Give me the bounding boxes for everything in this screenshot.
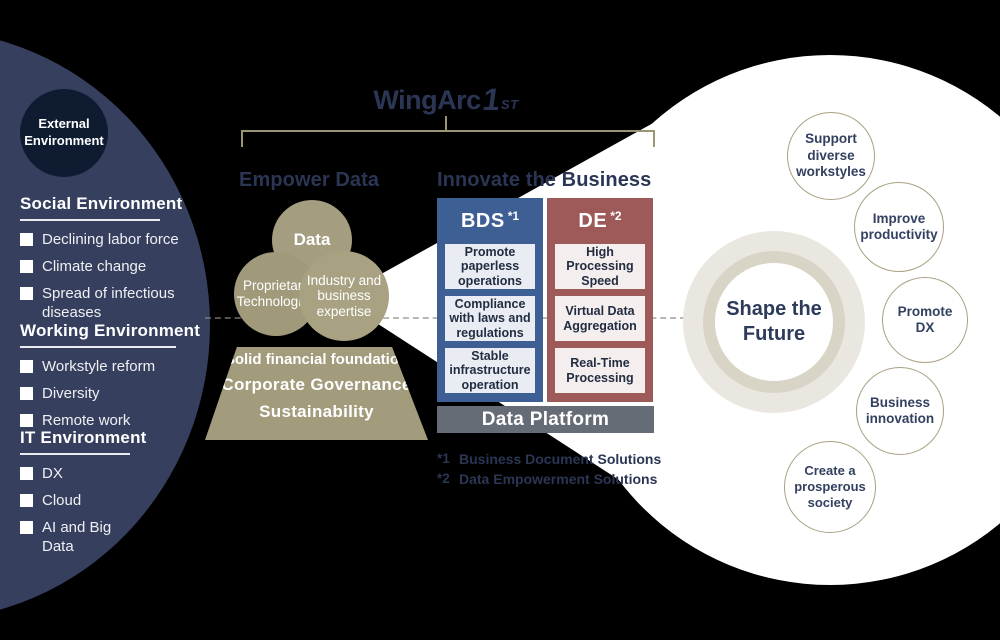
capability-cell: Real-Time Processing <box>555 348 645 393</box>
ring-center: Shape the Future <box>715 263 833 381</box>
empower-data-heading: Empower Data <box>239 169 380 191</box>
satellite-label: Create a prosperous society <box>794 463 866 510</box>
foundation-row: Solid financial foundation <box>224 351 409 368</box>
de-cells: High Processing Speed Virtual Data Aggre… <box>555 244 645 393</box>
de-column-header: DE *2 <box>555 198 645 244</box>
footnotes: *1 Business Document Solutions *2 Data E… <box>437 449 661 489</box>
de-footnote-mark: *2 <box>610 209 622 223</box>
ring-band: Shape the Future <box>703 251 845 393</box>
logo-brand-text: WingArc <box>373 85 481 115</box>
section-title: IT Environment <box>20 428 147 447</box>
capability-cell: Compliance with laws and regulations <box>445 296 535 341</box>
env-item-label: Diversity <box>42 384 100 402</box>
bullet-square-icon <box>20 520 33 534</box>
bds-cells: Promote paperless operations Compliance … <box>445 244 535 393</box>
industry-expertise-label: Industry and business expertise <box>306 272 382 319</box>
section-items: DX Cloud AI and Big Data <box>20 464 202 557</box>
capability-cell: High Processing Speed <box>555 244 645 289</box>
proprietary-technologies-label: Proprietary Technologies <box>236 278 316 309</box>
data-platform-bar: Data Platform <box>437 406 654 433</box>
footnote-text: Data Empowerment Solutions <box>459 471 658 487</box>
env-item-label: Climate change <box>42 257 147 275</box>
wingarc1st-logo: WingArc 1 ST <box>300 78 592 117</box>
footnote-mark: *2 <box>437 471 450 486</box>
section-title: Social Environment <box>20 194 183 213</box>
bds-column-header: BDS *1 <box>445 198 535 244</box>
env-item-label: Remote work <box>42 411 131 429</box>
env-item: Remote work <box>20 411 202 431</box>
bracket-stem <box>445 116 447 131</box>
industry-expertise-circle: Industry and business expertise <box>299 251 389 341</box>
satellite-label: Support diverse workstyles <box>796 131 866 180</box>
bullet-square-icon <box>20 233 33 246</box>
footnote: *2 Data Empowerment Solutions <box>437 469 661 489</box>
capability-cell: Promote paperless operations <box>445 244 535 289</box>
env-item-label: Cloud <box>42 491 82 509</box>
env-item: AI and Big Data <box>20 518 202 558</box>
satellite-create-prosperous-society: Create a prosperous society <box>784 441 876 533</box>
env-item: Cloud <box>20 491 202 511</box>
satellite-promote-dx: Promote DX <box>882 277 968 363</box>
de-name: DE <box>578 209 608 232</box>
bullet-square-icon <box>20 360 33 373</box>
env-item-label: DX <box>42 465 63 482</box>
bullet-square-icon <box>20 493 33 507</box>
foundation-row: Sustainability <box>259 402 374 421</box>
bullet-square-icon <box>20 413 33 427</box>
de-column: DE *2 High Processing Speed Virtual Data… <box>547 198 653 402</box>
section-underline <box>20 219 160 221</box>
working-environment-section: Working Environment Workstyle reform Div… <box>20 321 202 437</box>
bullet-square-icon <box>20 386 33 400</box>
section-underline <box>20 453 130 455</box>
external-environment-badge: External Environment <box>20 89 108 177</box>
env-item-label: AI and Big Data <box>42 518 112 556</box>
env-item: Workstyle reform <box>20 357 202 377</box>
footnote: *1 Business Document Solutions <box>437 449 661 469</box>
bds-name: BDS <box>460 209 505 232</box>
satellite-label: Business innovation <box>865 394 935 426</box>
capability-cell: Stable infrastructure operation <box>445 348 535 393</box>
social-environment-section: Social Environment Declining labor force… <box>20 194 202 330</box>
section-underline <box>20 346 176 348</box>
satellite-support-diverse-workstyles: Support diverse workstyles <box>787 112 875 200</box>
bullet-square-icon <box>20 286 33 300</box>
env-item-label: Spread of infectious diseases <box>42 284 175 322</box>
section-title: Working Environment <box>20 321 201 340</box>
section-items: Declining labor force Climate change Spr… <box>20 230 202 323</box>
footnote-mark: *1 <box>437 451 450 466</box>
satellite-label: Improve productivity <box>860 210 938 242</box>
data-platform-label: Data Platform <box>481 408 610 430</box>
bullet-square-icon <box>20 467 33 480</box>
shape-future-label: Shape the Future <box>726 298 822 345</box>
env-item: Declining labor force <box>20 230 202 250</box>
satellite-business-innovation: Business innovation <box>856 367 944 455</box>
satellite-improve-productivity: Improve productivity <box>854 182 944 272</box>
hierarchy-bracket <box>241 130 655 147</box>
data-circle-label: Data <box>293 230 331 249</box>
env-item: Climate change <box>20 257 202 277</box>
foundation-row: Corporate Governance <box>221 375 412 394</box>
shape-future-ring: Shape the Future <box>683 231 865 413</box>
capability-cell: Virtual Data Aggregation <box>555 296 645 341</box>
env-item-label: Workstyle reform <box>42 358 156 375</box>
env-item-label: Declining labor force <box>42 231 179 248</box>
bds-footnote-mark: *1 <box>507 209 520 223</box>
external-environment-label: External Environment <box>24 116 104 148</box>
env-item: DX <box>20 464 202 484</box>
satellite-label: Promote DX <box>897 303 953 335</box>
logo-one-glyph: 1 <box>480 81 503 117</box>
innovate-business-heading: Innovate the Business <box>437 169 652 191</box>
footnote-text: Business Document Solutions <box>459 451 662 467</box>
bds-column: BDS *1 Promote paperless operations Comp… <box>437 198 543 402</box>
proprietary-technologies-circle: Proprietary Technologies <box>234 252 318 336</box>
section-items: Workstyle reform Diversity Remote work <box>20 357 202 430</box>
foundation-trapezoid: Solid financial foundation Corporate Gov… <box>205 347 428 440</box>
env-item: Diversity <box>20 384 202 404</box>
env-item: Spread of infectious diseases <box>20 284 202 324</box>
logo-st-text: ST <box>500 97 519 112</box>
bullet-square-icon <box>20 259 33 273</box>
it-environment-section: IT Environment DX Cloud AI and Big Data <box>20 428 202 564</box>
